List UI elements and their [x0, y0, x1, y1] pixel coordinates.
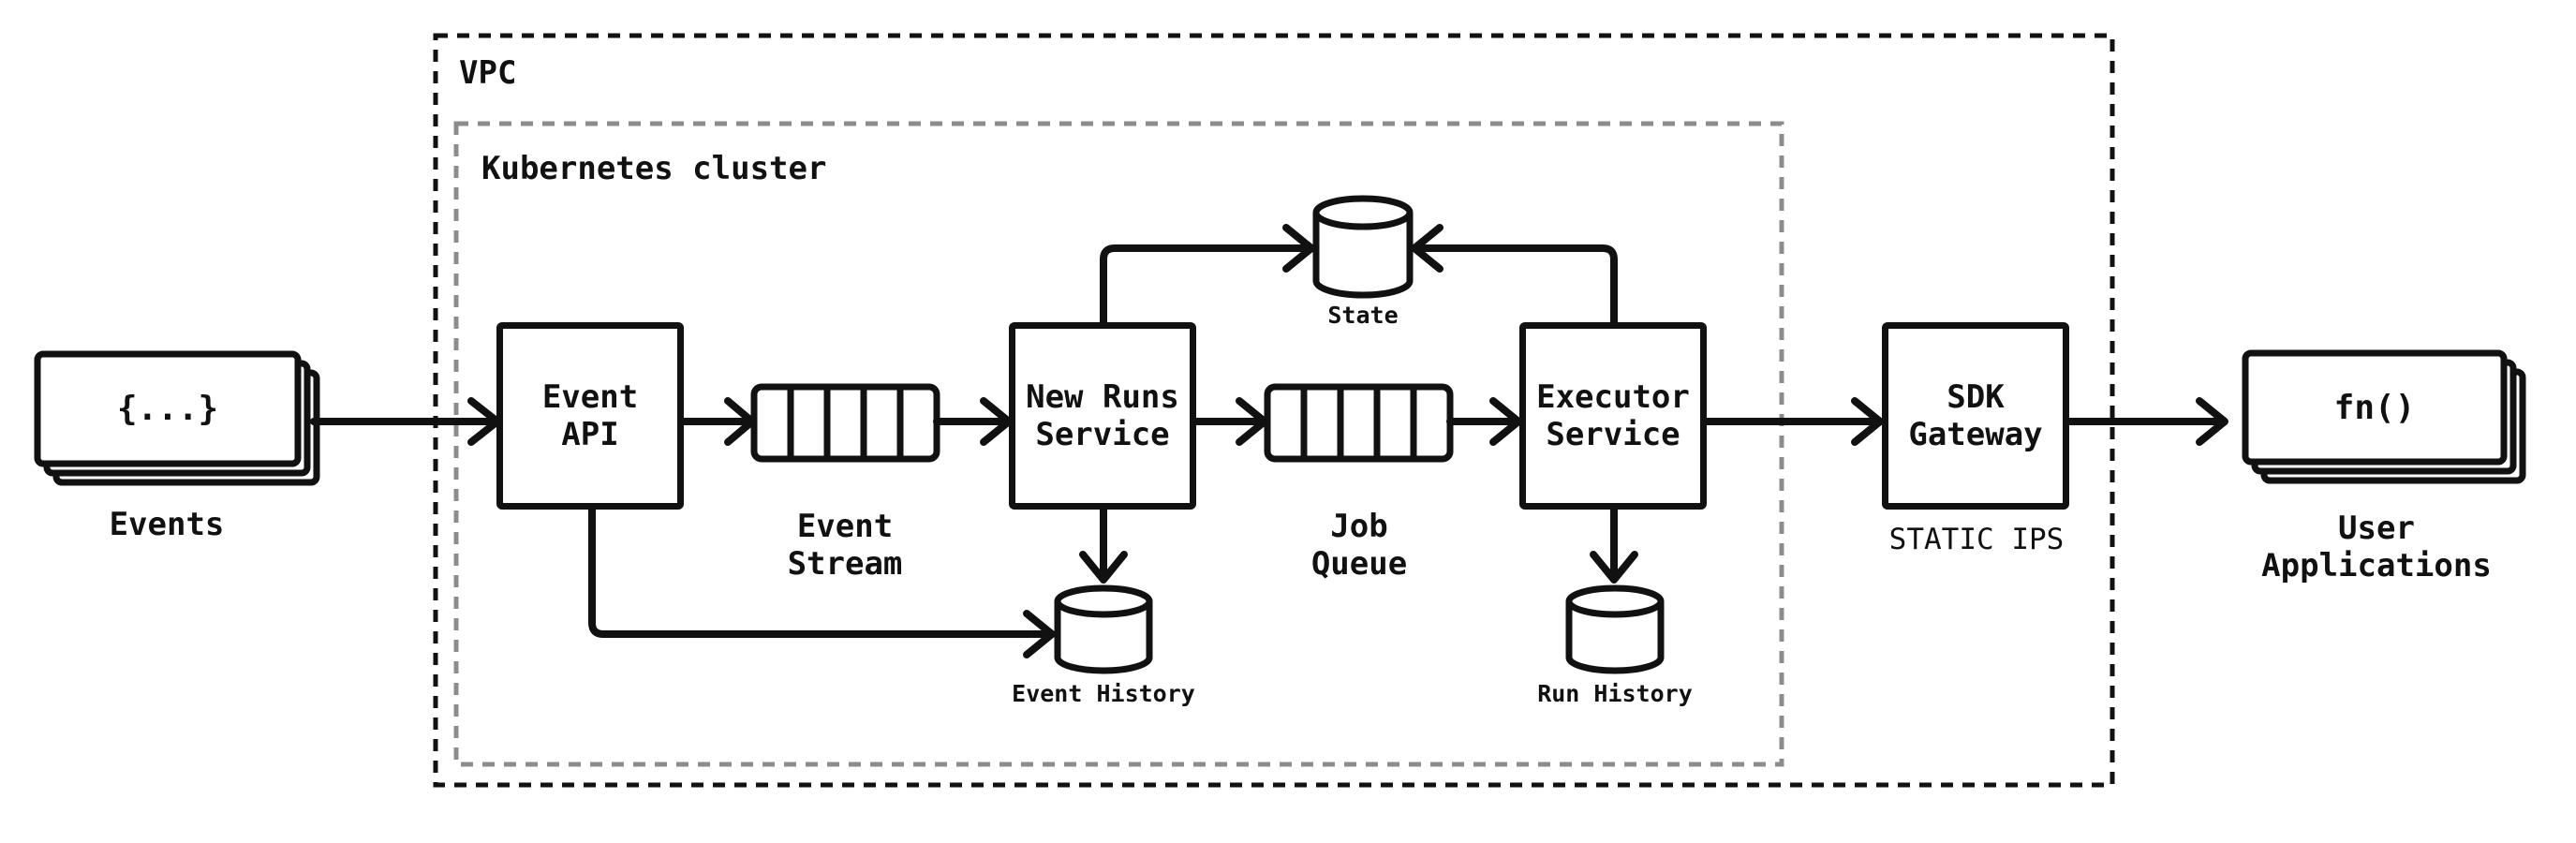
arrow-executor-service-to-sdk-gateway — [1703, 397, 1884, 446]
user-applications-glyph: fn() — [2333, 388, 2416, 427]
event-history-label: Event History — [1012, 680, 1195, 707]
cylinder-top — [1054, 584, 1153, 618]
events-caption: Events — [109, 506, 225, 543]
event-stream-caption: Event Stream — [787, 508, 903, 583]
arrow-head — [1590, 551, 1638, 584]
arrow-head — [1489, 397, 1522, 446]
queue-outline — [1264, 383, 1454, 463]
arrow-events-to-event-api — [310, 397, 501, 446]
cylinder-top — [1565, 584, 1665, 618]
vpc-border — [433, 33, 2115, 788]
cylinder-body — [1565, 601, 1665, 674]
arrow-head — [724, 397, 756, 446]
event-history-database-icon — [1054, 584, 1153, 674]
arrow-head — [2196, 397, 2228, 446]
job-queue-caption: Job Queue — [1310, 508, 1408, 583]
state-label: State — [1327, 302, 1399, 329]
executor-service-node: Executor Service — [1519, 322, 1707, 510]
cylinder-body — [1312, 213, 1414, 299]
arrow-job-queue-to-executor-service — [1446, 397, 1522, 446]
arrow-head — [1079, 551, 1128, 584]
arrow-head — [1023, 610, 1056, 658]
events-glyph: {...} — [116, 390, 219, 428]
queue-outline — [750, 383, 940, 463]
arrow-new-runs-service-to-event-history — [1079, 506, 1128, 584]
arrow-head — [1851, 397, 1884, 446]
run-history-label: Run History — [1537, 680, 1693, 707]
arrow-shaft — [588, 506, 1051, 638]
arrow-event-stream-to-new-runs-service — [933, 397, 1013, 446]
arrow-shaft — [1415, 244, 1618, 326]
static-ips-label: STATIC IPS — [1888, 523, 2065, 556]
job-queue-icon — [1264, 383, 1454, 463]
arrow-new-runs-service-to-job-queue — [1192, 397, 1268, 446]
vpc-label: VPC — [459, 54, 517, 92]
user-applications-caption: User Applications — [2261, 510, 2492, 584]
cylinder-top — [1312, 195, 1414, 230]
sdk-gateway-node: SDK Gateway — [1882, 322, 2069, 510]
stack-front-sheet — [2242, 349, 2508, 466]
event-api-node: Event API — [496, 322, 684, 510]
arrow-event-api-to-event-stream — [680, 397, 756, 446]
user-applications-stack-icon — [2242, 349, 2526, 484]
cylinder-body — [1054, 601, 1153, 674]
kubernetes-cluster-label: Kubernetes cluster — [481, 150, 827, 187]
arrow-head — [1282, 224, 1315, 273]
new-runs-service-node: New Runs Service — [1009, 322, 1196, 510]
arrow-executor-service-to-state — [1411, 224, 1618, 326]
arrow-executor-service-to-run-history — [1590, 506, 1638, 584]
arrow-sdk-gateway-to-user-applications — [2065, 397, 2228, 446]
arrow-new-runs-service-to-state — [1100, 224, 1315, 326]
arrow-shaft — [1100, 244, 1310, 326]
kubernetes-cluster-border — [453, 121, 1784, 767]
run-history-database-icon — [1565, 584, 1665, 674]
stack-front-sheet — [34, 350, 302, 467]
arrow-event-api-to-event-history — [588, 506, 1056, 658]
arrow-head — [1236, 397, 1268, 446]
event-stream-queue-icon — [750, 383, 940, 463]
events-stack-icon — [34, 350, 320, 486]
arrow-head — [1411, 224, 1443, 273]
state-database-icon — [1312, 195, 1414, 299]
